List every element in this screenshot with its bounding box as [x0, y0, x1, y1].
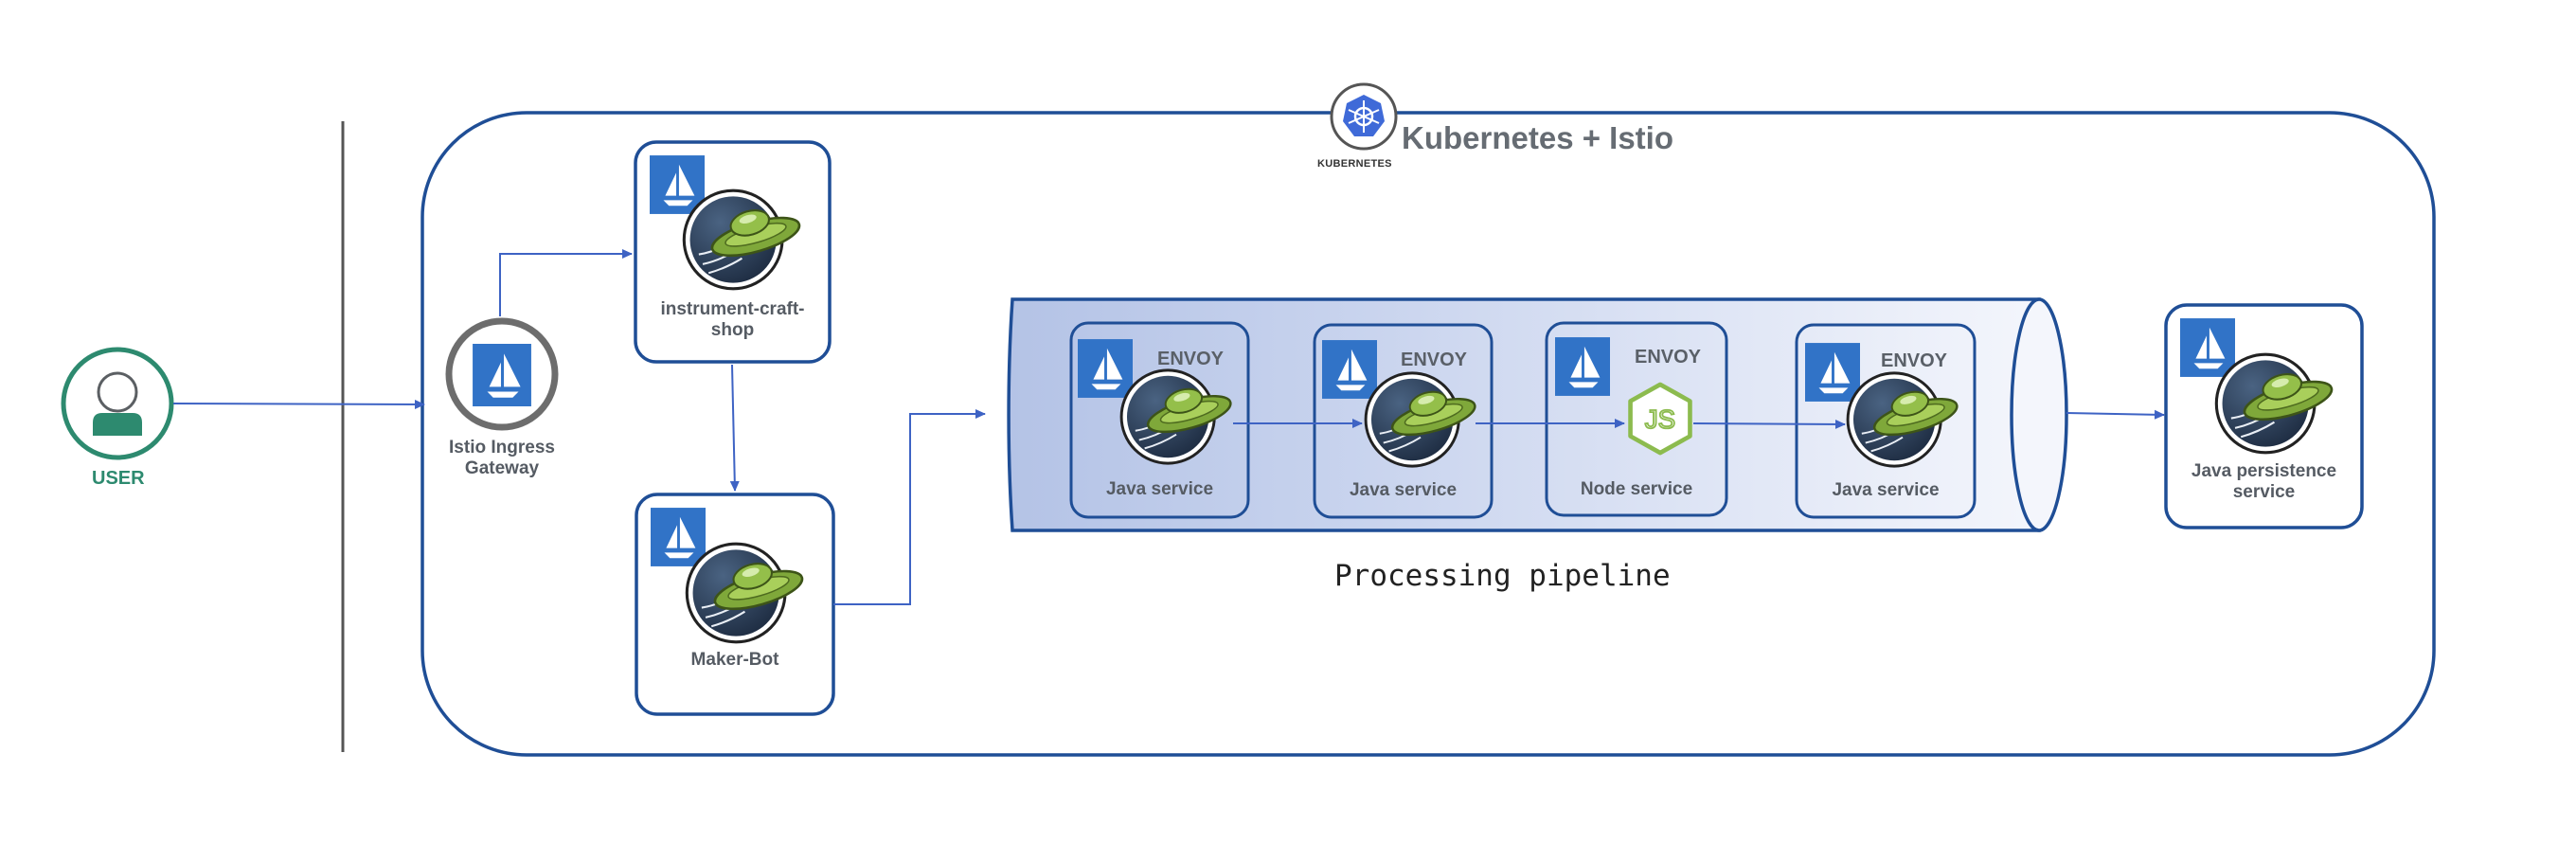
pipeline-node-3	[1545, 321, 1728, 517]
gateway-label: Istio Ingress Gateway	[426, 438, 578, 479]
pipeline-node-label: Java service	[1349, 480, 1458, 500]
istio-icon	[1078, 339, 1133, 398]
persistence-label: Java persistence service	[2168, 461, 2360, 503]
istio-icon	[1555, 337, 1610, 396]
pipeline-node-label: Java service	[1105, 479, 1214, 499]
arrow-makerbot-pipeline	[833, 409, 986, 605]
shop-label: instrument-craft- shop	[637, 299, 828, 341]
pipeline-node-1	[1069, 321, 1250, 519]
persistence-label-line2: service	[2232, 482, 2296, 502]
gateway-label-line2: Gateway	[464, 458, 540, 478]
kubernetes-label: KUBERNETES	[1317, 158, 1392, 170]
istio-icon	[2180, 318, 2235, 377]
gateway-node	[445, 317, 559, 431]
user-label: USER	[92, 468, 145, 489]
envoy-label: ENVOY	[1157, 349, 1225, 369]
pipeline-node-4	[1795, 323, 1977, 519]
istio-icon	[651, 508, 706, 566]
envoy-label: ENVOY	[1881, 350, 1948, 371]
pipeline-cylinder	[1007, 297, 2068, 532]
arrow-pipeline-persistence	[2066, 409, 2165, 420]
shop-label-line2: shop	[710, 320, 755, 340]
pipeline-node-label: Java service	[1832, 480, 1940, 500]
arrow-pipe-3-4	[1692, 419, 1846, 429]
pipeline-node-label: Node service	[1580, 479, 1693, 499]
cluster-boundary	[420, 111, 2436, 757]
pipeline-label: Processing pipeline	[1334, 559, 1671, 593]
user-icon	[61, 347, 174, 460]
istio-icon	[1322, 340, 1377, 399]
gateway-label-line1: Istio Ingress	[449, 438, 555, 457]
shop-label-line1: instrument-craft-	[660, 299, 805, 319]
pipeline-node-2	[1313, 323, 1494, 519]
kubernetes-icon	[1330, 82, 1398, 151]
envoy-label: ENVOY	[1635, 347, 1702, 368]
istio-icon	[1805, 343, 1860, 402]
arrow-gateway-shop	[499, 249, 633, 316]
cluster-title: Kubernetes + Istio	[1402, 120, 1673, 155]
nodejs-icon	[1631, 385, 1690, 453]
envoy-label: ENVOY	[1401, 350, 1468, 370]
istio-icon	[473, 344, 531, 406]
persistence-label-line1: Java persistence	[2191, 461, 2337, 481]
arrow-shop-makerbot	[729, 364, 740, 492]
makerbot-label: Maker-Bot	[690, 650, 779, 670]
